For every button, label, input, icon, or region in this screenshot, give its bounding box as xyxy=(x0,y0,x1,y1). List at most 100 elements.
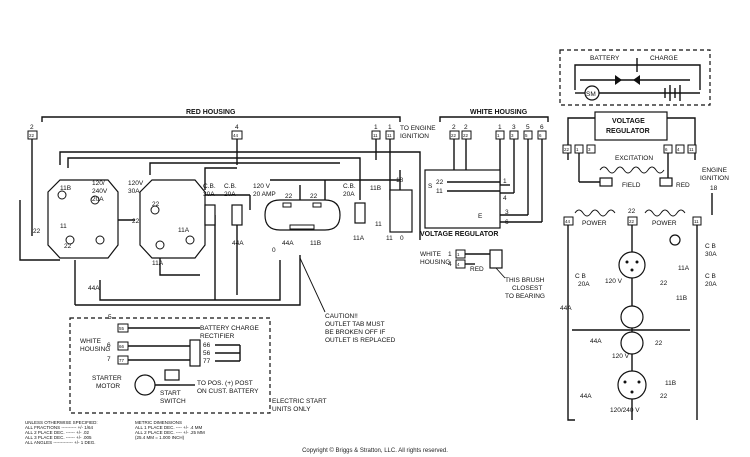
svg-text:ALL 2 PLACE DEC. ------ +/- .0: ALL 2 PLACE DEC. ------ +/- .02 xyxy=(25,430,89,435)
svg-text:22: 22 xyxy=(660,280,668,287)
cb-20a-mid: C.B. 20A 11A 11B xyxy=(343,183,381,242)
svg-text:5: 5 xyxy=(526,124,530,131)
svg-text:ALL 1 PLACE DEC. ---- +/- .4 M: ALL 1 PLACE DEC. ---- +/- .4 MM xyxy=(135,425,202,430)
svg-text:0: 0 xyxy=(400,235,404,242)
svg-text:240V: 240V xyxy=(92,188,108,195)
svg-text:WHITE: WHITE xyxy=(420,251,442,258)
svg-text:C.B.: C.B. xyxy=(343,183,356,190)
svg-text:ALL 2 PLACE DEC. ---- +/- .25: ALL 2 PLACE DEC. ---- +/- .25 MM xyxy=(135,430,205,435)
svg-text:22: 22 xyxy=(132,218,140,225)
svg-text:THIS BRUSH: THIS BRUSH xyxy=(505,277,545,284)
svg-text:22: 22 xyxy=(310,193,318,200)
svg-text:11: 11 xyxy=(689,147,694,152)
svg-text:0: 0 xyxy=(272,247,276,254)
tolerance-specs-left: UNLESS OTHERWISE SPECIFIED: ALL FRACTION… xyxy=(25,420,98,445)
svg-text:C.B.: C.B. xyxy=(203,183,216,190)
svg-text:4: 4 xyxy=(677,147,680,152)
svg-text:RED: RED xyxy=(470,266,484,273)
svg-text:18: 18 xyxy=(396,177,404,184)
svg-text:METRIC DIMENSIONS: METRIC DIMENSIONS xyxy=(135,420,182,425)
svg-text:11: 11 xyxy=(60,223,67,230)
svg-text:1: 1 xyxy=(457,252,460,257)
svg-text:11B: 11B xyxy=(370,185,381,192)
svg-text:55: 55 xyxy=(119,326,125,331)
svg-text:4: 4 xyxy=(457,262,460,267)
starter-motor-symbol xyxy=(134,374,156,396)
svg-text:11B: 11B xyxy=(676,295,687,302)
svg-text:WHITE HOUSING: WHITE HOUSING xyxy=(470,109,528,116)
svg-text:IGNITION: IGNITION xyxy=(700,175,729,182)
svg-text:C.B.: C.B. xyxy=(224,183,237,190)
svg-text:EXCITATION: EXCITATION xyxy=(615,155,653,162)
svg-text:11B: 11B xyxy=(665,380,676,387)
svg-text:C B: C B xyxy=(705,243,716,250)
svg-text:POWER: POWER xyxy=(652,220,677,227)
svg-text:CLOSEST: CLOSEST xyxy=(512,285,542,292)
svg-text:SM: SM xyxy=(586,91,596,98)
svg-text:22: 22 xyxy=(451,133,457,138)
svg-text:22: 22 xyxy=(564,147,570,152)
svg-text:ELECTRIC START: ELECTRIC START xyxy=(272,398,327,405)
svg-text:6: 6 xyxy=(107,342,111,349)
svg-text:UNITS ONLY: UNITS ONLY xyxy=(272,406,311,413)
svg-text:1: 1 xyxy=(374,124,378,131)
copyright-footer: Copyright © Briggs & Stratton, LLC. All … xyxy=(302,448,448,454)
svg-text:11: 11 xyxy=(373,133,378,138)
svg-text:REGULATOR: REGULATOR xyxy=(606,128,650,135)
svg-text:HOUSING: HOUSING xyxy=(420,259,450,266)
svg-text:20 AMP: 20 AMP xyxy=(253,191,276,198)
to-engine-label-2: IGNITION xyxy=(400,133,429,140)
svg-text:22: 22 xyxy=(64,243,72,250)
svg-text:2: 2 xyxy=(452,124,456,131)
svg-text:120V: 120V xyxy=(128,180,144,187)
svg-text:3: 3 xyxy=(511,133,514,138)
svg-text:4: 4 xyxy=(235,124,239,131)
outlet-120-240v-20a: 120/ 240V 20A 11B 22 22 11 44A xyxy=(33,179,119,292)
svg-text:66: 66 xyxy=(203,342,211,349)
caution-note: CAUTION!! OUTLET TAB MUST BE BROKEN OFF … xyxy=(299,257,396,344)
svg-text:30A: 30A xyxy=(128,188,140,195)
right-outlets: 120 V C B 20A C B 30A C B 20A 11A 22 11B… xyxy=(560,243,717,414)
svg-text:CAUTION!!: CAUTION!! xyxy=(325,313,358,320)
cb-30a-left: C.B. 30A xyxy=(203,183,216,226)
svg-text:1: 1 xyxy=(576,147,579,152)
svg-text:VOLTAGE REGULATOR: VOLTAGE REGULATOR xyxy=(420,231,498,238)
svg-text:44A: 44A xyxy=(580,393,592,400)
svg-text:120 V: 120 V xyxy=(612,353,630,360)
svg-text:30A: 30A xyxy=(203,191,215,198)
svg-text:2: 2 xyxy=(30,124,34,131)
start-switch-symbol xyxy=(164,369,180,381)
svg-text:BATTERY CHARGE: BATTERY CHARGE xyxy=(200,325,260,332)
svg-text:POWER: POWER xyxy=(582,220,607,227)
svg-text:ENGINE: ENGINE xyxy=(702,167,728,174)
svg-text:11A: 11A xyxy=(152,260,164,267)
svg-text:CHARGE: CHARGE xyxy=(650,55,678,62)
svg-text:C B: C B xyxy=(705,273,716,280)
cb-20a-left: C.B. 20A 44A xyxy=(224,183,244,247)
svg-text:5: 5 xyxy=(525,133,528,138)
svg-text:66: 66 xyxy=(119,344,125,349)
svg-text:1: 1 xyxy=(503,178,507,185)
svg-text:4: 4 xyxy=(448,261,452,268)
svg-text:2: 2 xyxy=(464,124,468,131)
svg-text:TO POS. (+) POST: TO POS. (+) POST xyxy=(197,380,253,387)
svg-text:ALL 3 PLACE DEC. ------ +/- .0: ALL 3 PLACE DEC. ------ +/- .005 xyxy=(25,435,92,440)
svg-text:C B: C B xyxy=(575,273,586,280)
svg-text:44A: 44A xyxy=(590,338,602,345)
svg-text:11: 11 xyxy=(694,219,699,224)
svg-text:56: 56 xyxy=(203,350,211,357)
svg-text:44A: 44A xyxy=(88,285,100,292)
battery-charge-box: BATTERY CHARGE SM xyxy=(559,49,711,106)
svg-text:20A: 20A xyxy=(92,196,104,203)
svg-text:11A: 11A xyxy=(178,227,190,234)
svg-text:11: 11 xyxy=(436,188,443,195)
svg-text:22: 22 xyxy=(285,193,293,200)
svg-text:44A: 44A xyxy=(282,240,294,247)
svg-text:22: 22 xyxy=(629,219,635,224)
svg-text:HOUSING: HOUSING xyxy=(80,346,110,353)
svg-text:WHITE: WHITE xyxy=(80,338,102,345)
white-housing-middle: WHITE HOUSING 22 22 1 3 5 6 2 2 1 3 5 6 xyxy=(439,109,549,222)
red-housing-label: RED HOUSING xyxy=(186,109,236,116)
svg-text:11A: 11A xyxy=(678,265,690,272)
